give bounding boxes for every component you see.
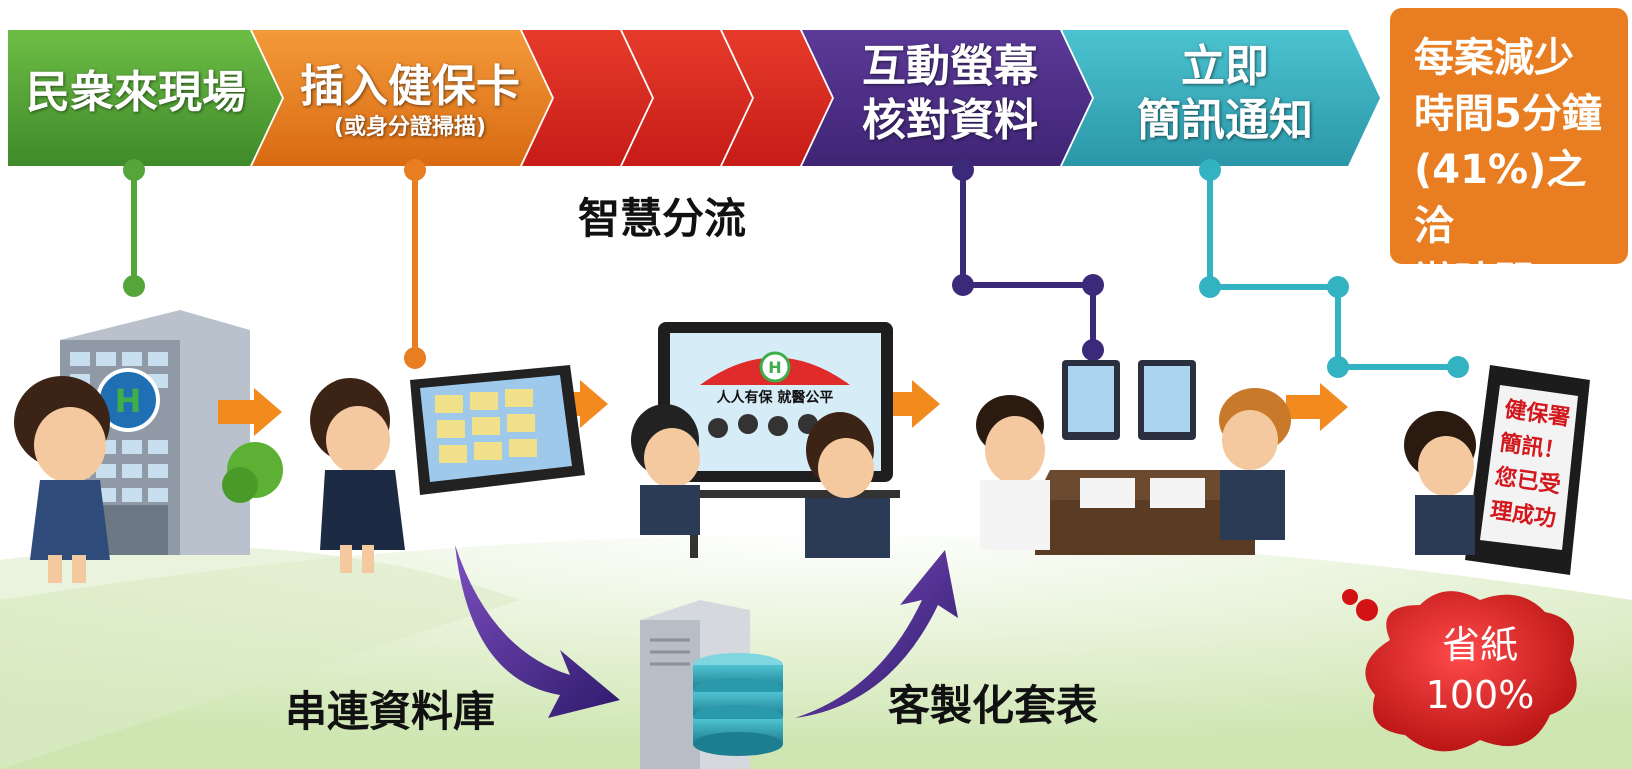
step-label-interactive-screen-2: 核對資料 xyxy=(862,95,1038,146)
step-chevron-red-2 xyxy=(622,30,752,166)
step-label-sms-2: 簡訊通知 xyxy=(1137,95,1313,146)
step-label-interactive-screen-1: 互動螢幕 xyxy=(862,41,1038,92)
step-chevron-green xyxy=(8,30,282,166)
step-label-insert-card: 插入健保卡 xyxy=(300,61,520,112)
connector-orange xyxy=(404,159,426,369)
step-chevron-red-1 xyxy=(522,30,652,166)
step-chevron-red-3 xyxy=(722,30,832,166)
step-chevron-orange xyxy=(252,30,552,166)
smart-routing-label: 智慧分流 xyxy=(578,194,747,243)
arrow-to-database xyxy=(455,545,620,718)
counter-desk-illustration xyxy=(976,360,1291,555)
screen-slogan: 人人有保 就醫公平 xyxy=(717,389,834,406)
connector-teal xyxy=(1199,159,1469,378)
paper-saving-text: 省紙 100% xyxy=(1380,620,1580,720)
time-savings-line-2: 時間5分鐘 xyxy=(1414,91,1602,137)
step-label-arrival: 民衆來現場 xyxy=(26,67,246,118)
step-label-insert-card-sub: (或身分證掃描) xyxy=(333,115,487,140)
step-label-sms-1: 立即 xyxy=(1181,41,1269,92)
step-chevron-teal xyxy=(1062,30,1380,166)
paper-saving-line-1: 省紙 xyxy=(1441,623,1518,667)
svg-text:H: H xyxy=(768,358,781,377)
time-savings-line-4: 辦時間 xyxy=(1414,259,1534,305)
time-savings-line-3: (41%)之洽 xyxy=(1414,147,1587,249)
mobile-phone-illustration xyxy=(1404,365,1590,575)
time-savings-line-1: 每案減少 xyxy=(1414,35,1574,81)
connector-green xyxy=(123,159,145,297)
connector-purple xyxy=(952,159,1104,361)
custom-forms-label: 客製化套表 xyxy=(888,681,1099,730)
hospital-building-illustration: H xyxy=(60,310,283,555)
interactive-screen-illustration: H 人人有保 就醫公平 xyxy=(631,322,900,558)
database-server-illustration xyxy=(640,600,783,769)
tablet-kiosk-illustration xyxy=(310,365,585,573)
svg-text:H: H xyxy=(115,382,142,420)
person-visitor-illustration xyxy=(14,376,110,583)
time-savings-text: 每案減少 時間5分鐘 (41%)之洽 辦時間 xyxy=(1414,30,1624,310)
arrow-to-custom-forms xyxy=(795,550,958,718)
database-link-label: 串連資料庫 xyxy=(285,687,496,736)
step-chevron-purple xyxy=(802,30,1092,166)
time-savings-box xyxy=(1390,8,1628,264)
paper-saving-cloud xyxy=(1342,589,1577,752)
paper-saving-line-2: 100% xyxy=(1425,673,1535,717)
